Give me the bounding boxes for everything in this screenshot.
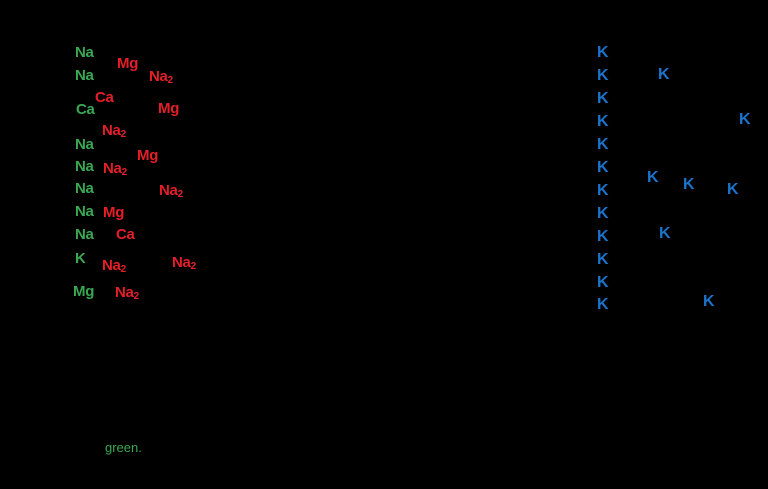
ion-label-k: K	[597, 228, 609, 245]
ion-label-na2: Na2	[159, 182, 184, 200]
ion-label-k: K	[727, 181, 739, 198]
ion-subscript: 2	[190, 261, 197, 272]
ion-label-na2: Na2	[115, 284, 140, 302]
ion-label-na2: Na2	[172, 254, 197, 272]
ion-subscript: 2	[167, 75, 174, 86]
ion-label-k: K	[597, 274, 609, 291]
ion-label-ca: Ca	[116, 226, 135, 243]
ion-subscript: 2	[120, 264, 127, 275]
ion-label-k: K	[75, 250, 86, 267]
ion-label-k: K	[683, 176, 695, 193]
ion-label-na2: Na2	[103, 160, 128, 178]
ion-label-ca: Ca	[95, 89, 114, 106]
ion-label-mg: Mg	[137, 147, 159, 164]
ion-label-na: Na	[75, 67, 94, 84]
ion-label-mg: Mg	[103, 204, 125, 221]
ion-label-mg: Mg	[117, 55, 139, 72]
ion-label-na2: Na2	[149, 68, 174, 86]
ion-label-na2: Na2	[102, 257, 127, 275]
ion-subscript: 2	[133, 291, 140, 302]
ion-label-k: K	[597, 44, 609, 61]
ion-label-ca: Ca	[76, 101, 95, 118]
ion-label-na: Na	[75, 136, 94, 153]
caption-fragment-green: green.	[105, 440, 142, 455]
ion-label-k: K	[597, 296, 609, 313]
ion-label-k: K	[703, 293, 715, 310]
ion-label-na: Na	[75, 44, 94, 61]
ion-label-na: Na	[75, 226, 94, 243]
ion-label-k: K	[597, 182, 609, 199]
ion-label-k: K	[597, 113, 609, 130]
ion-label-na2: Na2	[102, 122, 127, 140]
ion-label-mg: Mg	[158, 100, 180, 117]
ion-label-k: K	[647, 169, 659, 186]
ion-label-k: K	[597, 159, 609, 176]
ion-label-na: Na	[75, 203, 94, 220]
ion-label-na: Na	[75, 180, 94, 197]
ion-subscript: 2	[121, 167, 128, 178]
ion-label-k: K	[597, 251, 609, 268]
ion-label-k: K	[658, 66, 670, 83]
ion-subscript: 2	[120, 129, 127, 140]
ion-label-k: K	[597, 136, 609, 153]
ion-label-k: K	[597, 90, 609, 107]
ion-label-k: K	[739, 111, 751, 128]
ion-label-k: K	[597, 205, 609, 222]
ion-label-mg: Mg	[73, 283, 95, 300]
ion-label-na: Na	[75, 158, 94, 175]
ion-label-k: K	[659, 225, 671, 242]
ion-subscript: 2	[177, 189, 184, 200]
ion-label-k: K	[597, 67, 609, 84]
